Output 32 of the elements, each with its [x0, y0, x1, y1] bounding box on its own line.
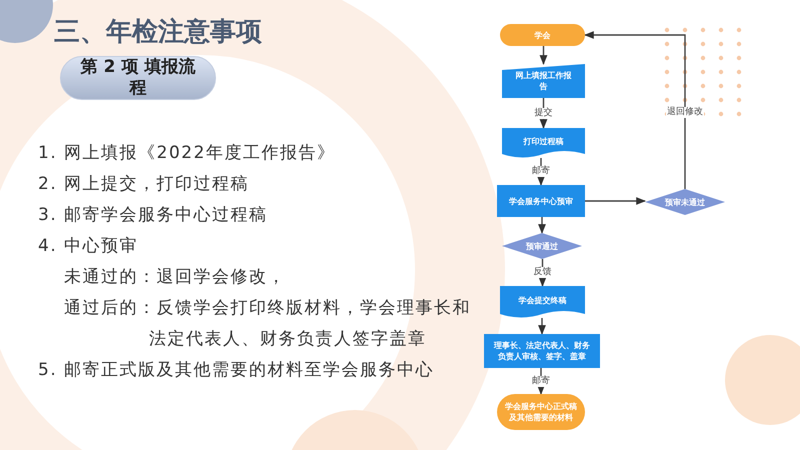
terminal-box: 学会	[500, 24, 585, 46]
slide-title: 三、年检注意事项	[54, 16, 262, 49]
list-item: 通过后的：反馈学会打印终版材料，学会理事长和法定代表人、财务负责人签字盖章	[64, 297, 472, 351]
arrow	[538, 217, 546, 234]
decision-diamond: 预审通过	[502, 233, 582, 259]
edge-label: 提交	[534, 108, 554, 118]
document-box: 打印过程稿	[502, 128, 585, 158]
edge-label: 邮寄	[531, 376, 551, 386]
document-box: 学会提交终稿	[500, 286, 585, 318]
arrow	[538, 318, 546, 335]
arrow	[584, 31, 686, 189]
arrow	[540, 98, 548, 129]
list-item: 1. 网上填报《2022年度工作报告》	[38, 142, 336, 165]
list-item: 4. 中心预审	[38, 235, 138, 258]
arrow	[540, 46, 548, 65]
list-item: 未通过的：退回学会修改，	[64, 266, 286, 289]
arrow	[537, 158, 545, 186]
arrow	[585, 197, 646, 205]
edge-label: 邮寄	[531, 166, 551, 177]
terminal-box: 学会服务中心正式稿及其他需要的材料	[497, 394, 585, 430]
arrow	[537, 368, 545, 395]
input-box: 网上填报工作报告	[502, 64, 585, 98]
process-box: 理事长、法定代表人、财务负责人审核、签字、盖章	[484, 334, 600, 368]
list-item: 3. 邮寄学会服务中心过程稿	[38, 204, 268, 227]
edge-label: 反馈	[532, 267, 552, 278]
section-pill: 第 2 项 填报流程	[60, 56, 216, 100]
process-box: 学会服务中心预审	[497, 185, 585, 217]
decision-diamond: 预审未通过	[645, 189, 725, 215]
list-item: 5. 邮寄正式版及其他需要的材料至学会服务中心	[38, 359, 434, 382]
arrow	[538, 259, 546, 287]
list-item: 2. 网上提交，打印过程稿	[38, 173, 250, 196]
edge-label: 退回修改	[666, 106, 704, 118]
